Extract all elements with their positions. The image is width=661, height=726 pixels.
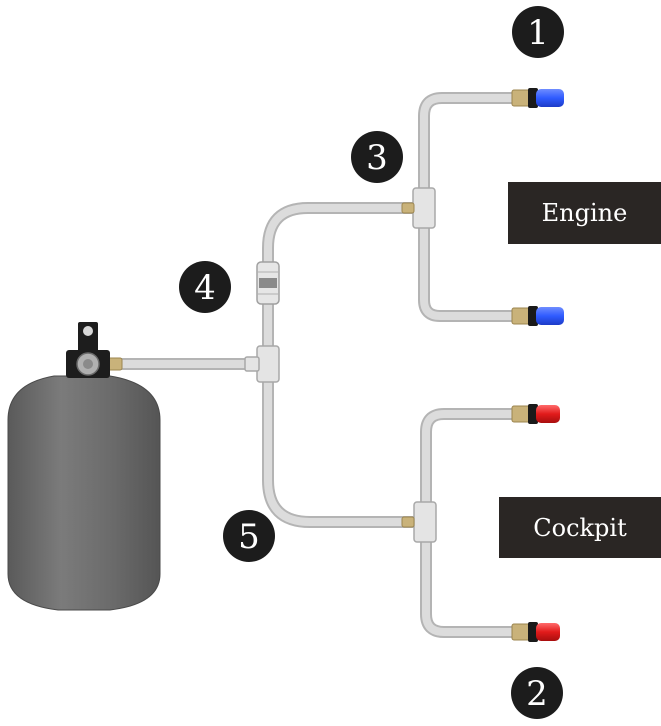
engine-label: Engine: [508, 182, 661, 244]
extinguisher-tank: [7, 322, 161, 611]
badge-2: 2: [511, 667, 563, 719]
badge-2-text: 2: [526, 674, 548, 714]
check-valve: [256, 261, 280, 305]
cockpit-tee: [413, 501, 437, 543]
tee-fittings: [244, 187, 437, 543]
badge-5-text: 5: [238, 517, 260, 557]
badge-5: 5: [223, 510, 275, 562]
engine-nozzle-bottom: [511, 306, 564, 326]
cockpit-nozzle-bottom: [511, 622, 560, 642]
engine-branch-pipe: [418, 92, 518, 322]
badge-4: 4: [179, 261, 231, 313]
manifold-lower-pipe: [262, 358, 428, 528]
cockpit-nozzle-top: [511, 404, 560, 424]
badge-3: 3: [351, 131, 403, 183]
badge-1: 1: [512, 6, 564, 58]
manifold-upper-pipe: [262, 202, 428, 370]
engine-tee: [412, 187, 436, 229]
badge-4-text: 4: [194, 268, 216, 308]
badge-3-text: 3: [366, 138, 388, 178]
engine-nozzle-top: [511, 88, 564, 108]
badge-1-text: 1: [527, 13, 549, 53]
cockpit-label: Cockpit: [499, 497, 661, 558]
manifold-tee: [256, 345, 280, 383]
